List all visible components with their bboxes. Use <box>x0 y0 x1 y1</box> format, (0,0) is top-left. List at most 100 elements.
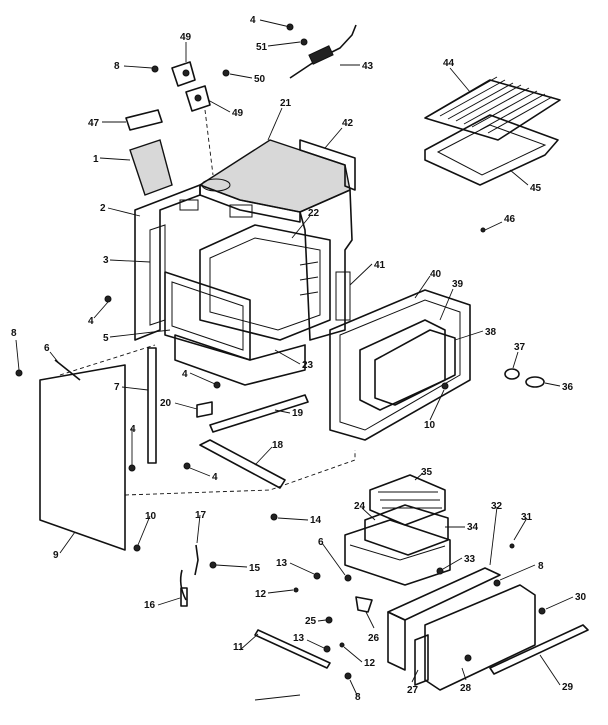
leader-13b <box>306 639 325 649</box>
bracket-49-top <box>171 61 196 87</box>
leader-6a <box>49 351 59 363</box>
leader-45 <box>509 169 529 186</box>
screw-8-lower <box>344 672 352 680</box>
leader-10a <box>429 389 445 421</box>
callout-9: 9 <box>53 550 59 561</box>
door-liner-40 <box>329 289 471 441</box>
broiler-pan-45 <box>424 114 559 186</box>
leader-22 <box>291 215 311 239</box>
leader-17 <box>196 514 201 544</box>
callout-43: 43 <box>362 61 374 72</box>
leader-3 <box>109 259 151 263</box>
leader-18 <box>254 446 273 466</box>
leader-23 <box>274 349 301 365</box>
callout-6-drawer: 6 <box>318 537 324 548</box>
leader-26 <box>365 611 375 629</box>
leader-10b <box>137 515 151 546</box>
callout-30: 30 <box>575 592 587 603</box>
bracket-49-lower <box>185 85 211 112</box>
callout-36: 36 <box>562 382 574 393</box>
cooktop-vent-opening <box>201 178 231 192</box>
callout-6-left: 6 <box>44 343 50 354</box>
screw-8-left <box>15 369 23 377</box>
leader-4b <box>93 301 109 319</box>
leader-7 <box>121 386 149 391</box>
oven-liner-rack-supports <box>299 261 319 296</box>
callout-20: 20 <box>160 398 172 409</box>
callout-21: 21 <box>280 98 292 109</box>
leader-37 <box>512 351 519 369</box>
screw-4-bracket <box>183 462 191 470</box>
leader-36 <box>544 382 561 387</box>
side-panel-9 <box>39 364 126 551</box>
screw-6-drawer <box>344 574 352 582</box>
leader-44 <box>449 67 471 93</box>
callout-12-upper: 12 <box>255 589 267 600</box>
label-plate-47 <box>125 109 163 131</box>
drawer-handle-29 <box>489 624 589 675</box>
callout-40: 40 <box>430 269 442 280</box>
callout-35: 35 <box>421 467 433 478</box>
spring-16 <box>179 569 187 601</box>
screw-30 <box>538 607 546 615</box>
guide-line-2 <box>59 344 156 376</box>
screw-4-mid <box>213 381 221 389</box>
drawer-panel-frame <box>387 611 406 671</box>
oven-rack-wires <box>431 76 553 134</box>
leader-40 <box>414 275 431 299</box>
frame-slot <box>179 199 199 211</box>
leader-12a <box>267 589 294 594</box>
guide-line-1 <box>124 450 356 496</box>
leader-28 <box>461 667 467 681</box>
callout-8-left: 8 <box>11 328 17 339</box>
callout-38: 38 <box>485 327 497 338</box>
back-panel <box>299 139 356 191</box>
leader-29 <box>539 654 561 686</box>
screw-drawer-front <box>464 654 472 662</box>
screw-10-left <box>133 544 141 552</box>
callout-23: 23 <box>302 360 314 371</box>
callout-13-lower: 13 <box>293 633 305 644</box>
leader-49b <box>207 99 231 113</box>
insulation-strip <box>149 224 166 326</box>
screw-4-lower <box>128 464 136 472</box>
callout-8-top: 8 <box>114 61 120 72</box>
guide-line-3 <box>254 694 301 701</box>
vent-duct-lead <box>204 109 214 176</box>
callout-49-top: 49 <box>180 32 192 43</box>
leader-41 <box>349 263 373 286</box>
leader-32 <box>489 506 498 566</box>
callout-4-top: 4 <box>250 15 256 26</box>
screw-12-lower <box>339 642 345 648</box>
door-window-39 <box>359 319 446 411</box>
bracket-screw <box>182 69 190 77</box>
oven-liner <box>199 224 331 341</box>
leader-24 <box>361 507 376 521</box>
leader-31 <box>513 517 528 541</box>
oven-rack-44 <box>424 79 561 141</box>
bracket-lower-screw <box>194 94 202 102</box>
drawer-panel-32 <box>387 567 501 621</box>
screw-31 <box>509 543 515 549</box>
leader-19 <box>274 409 291 414</box>
leader-42 <box>324 127 343 149</box>
callout-16: 16 <box>144 600 156 611</box>
leader-2 <box>107 207 141 217</box>
callout-4-lower: 4 <box>130 424 136 435</box>
bracket-19 <box>209 394 309 433</box>
callout-28: 28 <box>460 683 472 694</box>
callout-22: 22 <box>308 208 320 219</box>
leader-35 <box>414 472 424 481</box>
leader-4a <box>259 19 291 28</box>
leader-1 <box>99 157 131 161</box>
leader-25 <box>317 619 327 622</box>
callout-19: 19 <box>292 408 304 419</box>
callout-44: 44 <box>443 58 455 69</box>
screw-14 <box>270 513 278 521</box>
leader-33 <box>442 557 463 570</box>
leader-50 <box>229 73 253 79</box>
callout-51: 51 <box>256 42 268 53</box>
part-20 <box>196 401 213 418</box>
screw-13-lower <box>323 645 331 653</box>
broil-pan-35-grid <box>378 491 442 509</box>
